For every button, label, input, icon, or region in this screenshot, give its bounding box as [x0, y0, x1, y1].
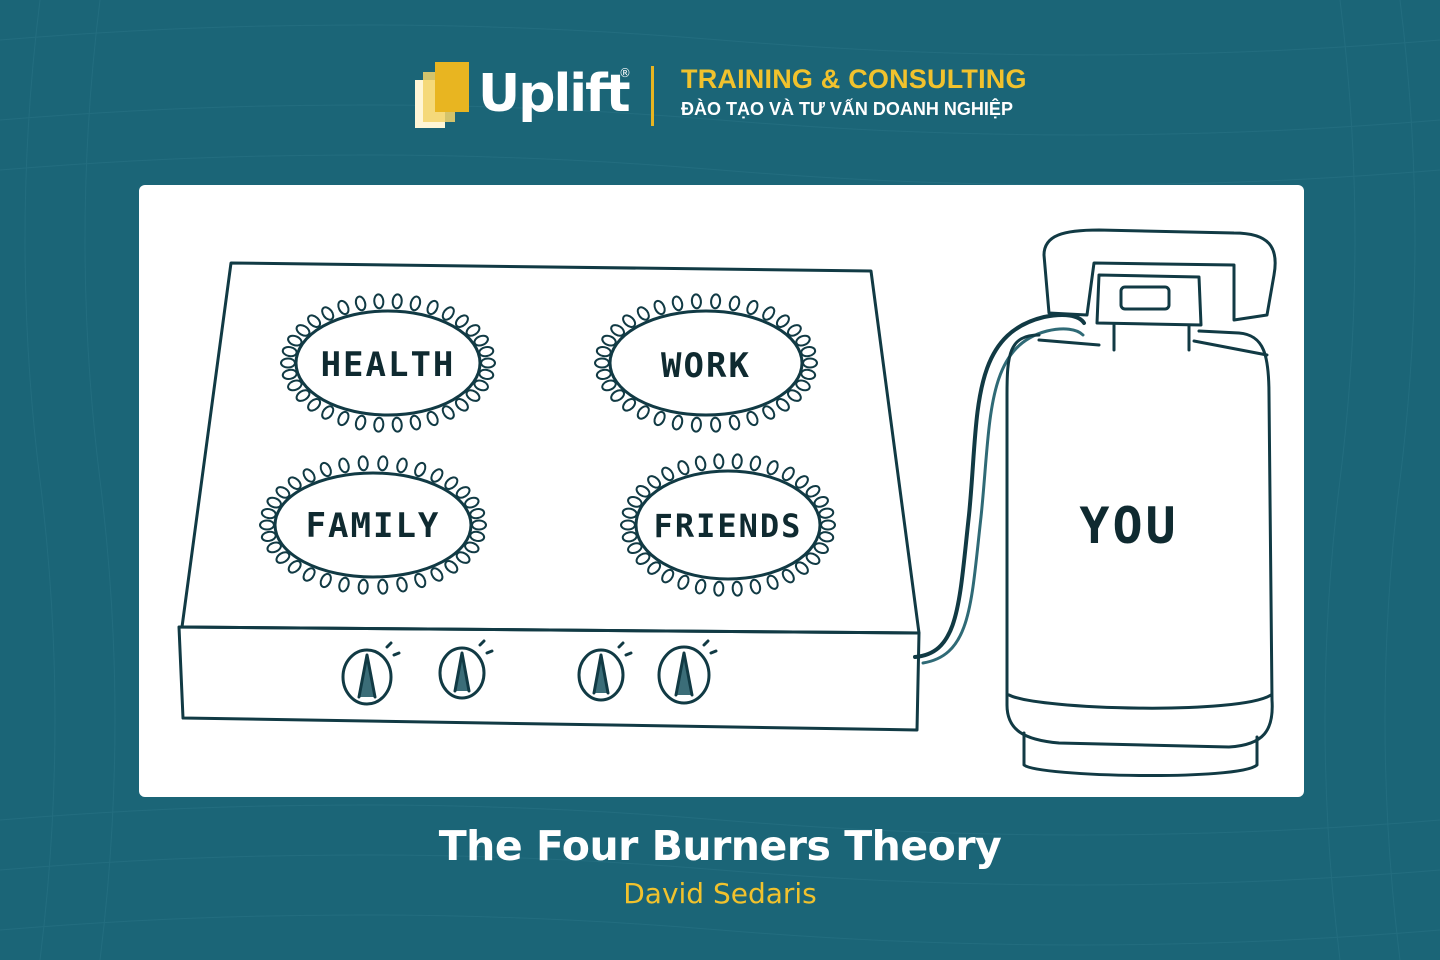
burner-friends	[620, 453, 836, 597]
gas-hose	[913, 313, 1086, 659]
burner-health	[280, 293, 496, 433]
four-burners-drawing: HEALTH WORK FAMILY FRIENDS YOU	[177, 228, 1277, 778]
burner-label-work: WORK	[661, 346, 751, 386]
registered-mark: ®	[619, 66, 631, 80]
diagram-card: HEALTH WORK FAMILY FRIENDS YOU	[139, 185, 1304, 797]
knob-4	[657, 645, 711, 705]
header: Uplift ® TRAINING & CONSULTING ĐÀO TẠO V…	[0, 0, 1440, 150]
gas-tank	[1005, 228, 1277, 778]
brand-subtagline: ĐÀO TẠO VÀ TƯ VẤN DOANH NGHIỆP	[681, 99, 1013, 119]
diagram-author: David Sedaris	[623, 877, 817, 910]
stove-top	[180, 261, 921, 635]
knob-1	[341, 648, 393, 706]
brand-name: Uplift	[478, 64, 631, 124]
stove-control-panel	[177, 625, 921, 732]
burner-label-health: HEALTH	[321, 345, 456, 385]
brand-tagline: TRAINING & CONSULTING	[681, 64, 1027, 94]
uplift-logo-icon	[415, 62, 469, 128]
knobs	[341, 639, 718, 706]
burner-label-friends: FRIENDS	[654, 507, 803, 545]
burner-label-family: FAMILY	[306, 506, 441, 546]
knob-3	[577, 648, 625, 702]
knob-2	[438, 646, 486, 700]
burner-family	[259, 455, 487, 595]
tank-label-you: YOU	[1079, 497, 1178, 555]
diagram-title: The Four Burners Theory	[438, 822, 1002, 870]
burner-work	[594, 293, 818, 433]
logo-divider	[651, 66, 654, 126]
